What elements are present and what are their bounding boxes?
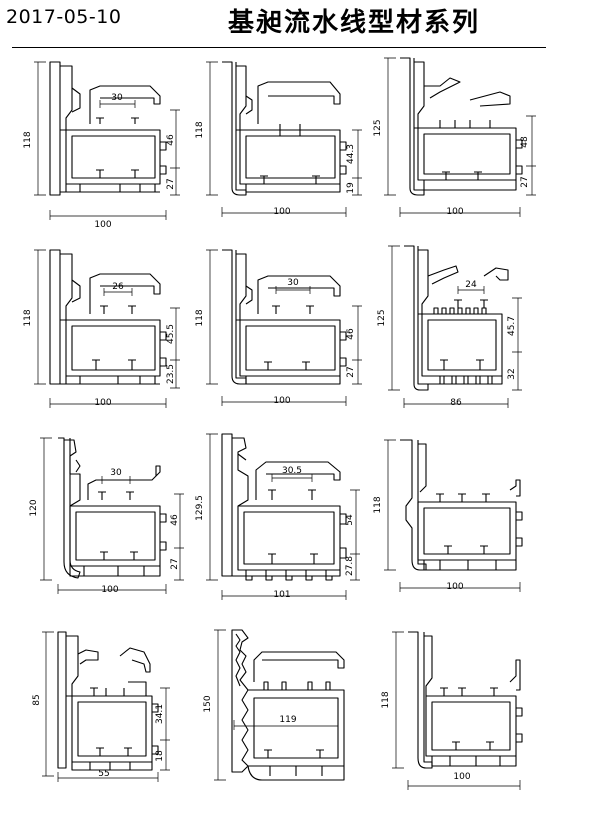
profile-10: 85 55 34.1 18	[32, 631, 170, 782]
p3-width: 100	[446, 207, 463, 217]
header-title: 基昶流水线型材系列	[228, 8, 481, 38]
p1-mid: 46	[166, 134, 176, 146]
p3-mid: 48	[520, 136, 530, 148]
p8-height: 129.5	[195, 495, 205, 521]
p4-low: 23.5	[166, 364, 176, 384]
p2-low: 19	[346, 182, 356, 194]
p6-height: 125	[377, 309, 387, 326]
p5-mid: 46	[346, 328, 356, 340]
p4-top: 26	[112, 282, 124, 292]
p1-width: 100	[94, 220, 111, 230]
p6-width: 86	[450, 398, 462, 408]
profile-5: 118 100 30 46 27	[195, 249, 362, 406]
p3-low: 27	[520, 176, 530, 187]
p9-width: 100	[446, 582, 463, 592]
profile-11: 150 119	[203, 629, 345, 781]
p7-height: 120	[29, 499, 39, 516]
p5-low: 27	[346, 366, 356, 377]
p7-mid: 46	[170, 514, 180, 526]
profile-8: 129.5 101 30.5 54 27.8	[195, 433, 360, 600]
p8-mid: 54	[345, 514, 355, 526]
p6-mid: 45.7	[507, 316, 517, 336]
p10-mid: 34.1	[155, 704, 165, 724]
profile-4: 118 100 26 45.5 23.5	[23, 249, 180, 408]
p2-mid: 44.3	[346, 144, 356, 164]
p12-height: 118	[381, 691, 391, 708]
p10-height: 85	[32, 694, 42, 705]
p1-top: 30	[111, 93, 123, 103]
p3-height: 125	[373, 119, 383, 136]
p2-width: 100	[273, 207, 290, 217]
p7-top: 30	[110, 468, 122, 478]
p7-width: 100	[101, 585, 118, 595]
p4-height: 118	[23, 309, 33, 326]
profile-7: 120 100 30 46 27	[29, 437, 184, 595]
p9-height: 118	[373, 496, 383, 513]
p5-height: 118	[195, 309, 205, 326]
profile-12: 118 100	[381, 631, 523, 790]
profile-9: 118 100	[373, 439, 523, 592]
p4-mid: 45.5	[166, 324, 176, 344]
p8-low: 27.8	[345, 556, 355, 576]
p4-width: 100	[94, 398, 111, 408]
p1-height: 118	[23, 131, 33, 148]
p1-low: 27	[166, 178, 176, 189]
p2-height: 118	[195, 121, 205, 138]
p8-top: 30.5	[282, 466, 302, 476]
p10-width: 55	[98, 769, 109, 779]
p5-top: 30	[287, 278, 299, 288]
p7-low: 27	[170, 558, 180, 569]
p11-height: 150	[203, 695, 213, 712]
p12-width: 100	[453, 772, 470, 782]
p10-low: 18	[155, 750, 165, 762]
profile-2: 118 100 44.3 19	[195, 61, 362, 217]
profile-1: 118 100 30 46 27	[23, 61, 180, 230]
header-date: 2017-05-10	[6, 6, 122, 28]
p6-top: 24	[465, 280, 477, 290]
header-rule	[12, 47, 546, 48]
p5-width: 100	[273, 396, 290, 406]
p6-low: 32	[507, 368, 517, 379]
p8-width: 101	[273, 590, 290, 600]
p11-inner: 119	[279, 715, 296, 725]
profile-3: 125 100 48 27	[373, 57, 536, 217]
profile-6: 125 86 24 45.7 32	[377, 245, 522, 408]
